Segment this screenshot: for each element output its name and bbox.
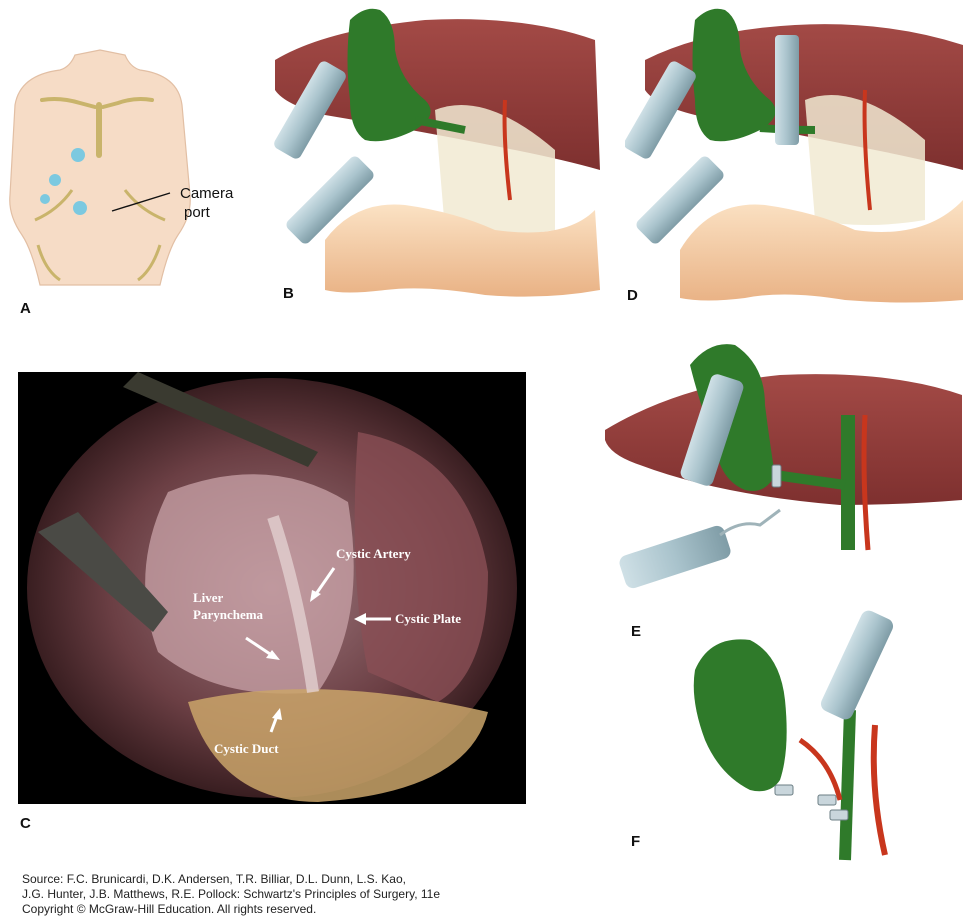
grasper-fundus <box>274 61 346 159</box>
clip-1 <box>774 784 794 796</box>
clavicle-right <box>101 97 154 109</box>
label-liver-line1: Liver <box>193 590 224 605</box>
cystic-artery-structure <box>267 515 319 693</box>
panel-f-label: F <box>631 833 641 850</box>
gallbladder <box>693 639 787 792</box>
gallbladder <box>347 8 431 142</box>
common-bile-duct <box>839 709 856 861</box>
panel-c-label: C <box>20 815 31 832</box>
cystic-artery <box>862 89 872 211</box>
source-line-1: Source: F.C. Brunicardi, D.K. Andersen, … <box>22 872 406 886</box>
instrument-top <box>123 372 318 467</box>
duodenum <box>680 200 963 303</box>
camera-port-label-line2: port <box>184 204 211 221</box>
port-right-lower <box>40 194 50 204</box>
liver <box>605 374 962 505</box>
arrow-liver-parynchema <box>245 636 271 656</box>
copyright-line: Copyright © McGraw-Hill Education. All r… <box>22 902 317 916</box>
rib-margin-left <box>34 189 74 222</box>
panel-a-torso-illustration: Camera port <box>9 49 234 286</box>
clavicle-left <box>40 97 97 109</box>
arrow-cystic-artery <box>314 567 336 595</box>
grasper-infundibulum <box>636 156 724 244</box>
panel-d-illustration <box>625 8 963 303</box>
scissors-instrument <box>619 508 781 589</box>
label-cystic-artery: Cystic Artery <box>336 546 411 561</box>
clip-applier <box>820 610 894 720</box>
surgical-clip <box>771 464 782 488</box>
panel-f-illustration <box>693 610 894 861</box>
grasper-fundus <box>625 61 696 159</box>
panel-e-label: E <box>631 623 642 640</box>
torso-outline <box>9 49 191 286</box>
panel-c-laparoscopic-photo: Cystic Artery Liver Parynchema Cystic Pl… <box>18 372 526 804</box>
clip-2 <box>817 794 837 806</box>
fatty-tissue <box>435 105 555 235</box>
liver-surface <box>354 432 488 702</box>
panel-b-illustration <box>274 8 600 297</box>
port-camera-umbilical <box>73 201 87 215</box>
label-cystic-duct: Cystic Duct <box>214 741 279 756</box>
grasper <box>680 374 744 486</box>
port-subxiphoid <box>71 148 85 162</box>
pelvic-line-left <box>36 244 61 282</box>
cystic-artery <box>502 99 512 201</box>
duodenum <box>325 204 600 297</box>
panel-a-label: A <box>20 300 31 317</box>
source-line-2: J.G. Hunter, J.B. Matthews, R.E. Pollock… <box>22 887 441 901</box>
panel-d-label: D <box>627 287 638 304</box>
arrowhead-cystic-duct <box>272 708 282 720</box>
label-liver-line2: Parynchema <box>193 607 264 622</box>
omental-fat <box>188 689 488 802</box>
hepatic-artery <box>870 724 888 856</box>
source-citation: Source: F.C. Brunicardi, D.K. Andersen, … <box>22 872 440 917</box>
gallbladder <box>692 8 776 142</box>
grasper-infundibulum <box>286 156 374 244</box>
camera-port-label-line1: Camera <box>180 185 234 202</box>
port-right-upper <box>49 174 61 186</box>
arrowhead-cystic-artery <box>310 590 321 602</box>
rib-margin-right <box>123 189 166 222</box>
clip-applier <box>775 35 799 145</box>
pelvic-line-right <box>137 244 162 282</box>
camera-port-leader-line <box>111 192 171 212</box>
arrowhead-cystic-plate <box>354 613 366 625</box>
hepatic-artery <box>861 414 871 551</box>
instrument-left <box>38 512 168 632</box>
arrowhead-liver-parynchema <box>266 650 280 660</box>
clip-3 <box>829 809 849 821</box>
divided-cystic-artery <box>798 737 843 801</box>
cystic-duct <box>414 116 466 134</box>
panel-b-label: B <box>283 285 294 302</box>
panel-e-illustration <box>605 344 962 589</box>
label-cystic-plate: Cystic Plate <box>395 611 461 626</box>
